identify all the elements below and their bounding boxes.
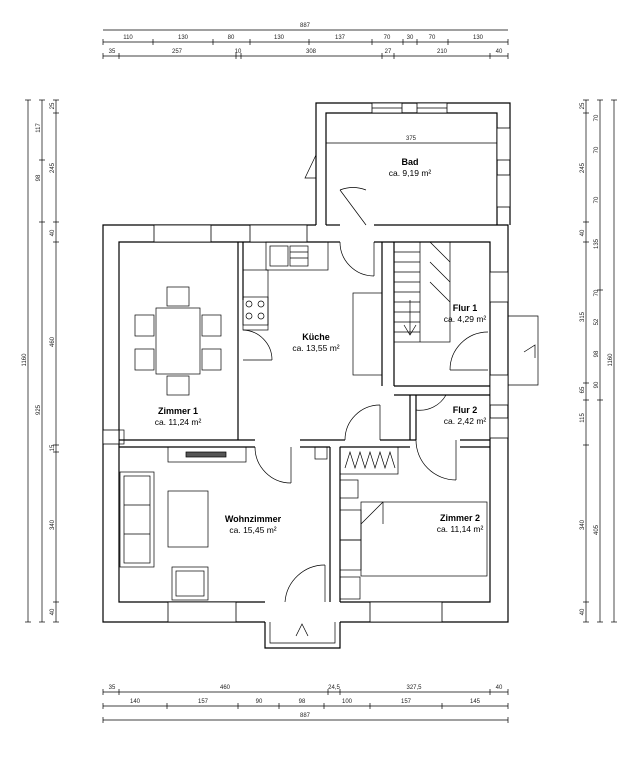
- room-labels: Bad ca. 9,19 m² Küche ca. 13,55 m² Flur …: [155, 157, 487, 535]
- dim-bot-r2-1: 157: [198, 699, 209, 705]
- dim-bot-r1-1: 460: [220, 685, 231, 691]
- room-area-flur2: ca. 2,42 m²: [444, 416, 487, 426]
- dim-right-r1-5: 135: [594, 238, 600, 249]
- dim-bottom-row1-ticks: [102, 689, 509, 695]
- bad-dimension: 375: [326, 136, 497, 144]
- room-name-wohnzimmer: Wohnzimmer: [225, 514, 282, 524]
- room-name-kueche: Küche: [302, 332, 330, 342]
- dim-right-r1-11: 115: [580, 413, 586, 423]
- dim-top-r1-4: 137: [335, 35, 346, 41]
- dim-bot-r2-2: 90: [256, 699, 263, 705]
- dim-right-r1-7: 315: [580, 311, 586, 322]
- dim-top-r2-0: 35: [109, 49, 116, 55]
- room-area-kueche: ca. 13,55 m²: [292, 343, 339, 353]
- dim-top-r1-2: 80: [228, 35, 235, 41]
- bottom-dimensions: 35 460 24,5 327,5 40 140 157 90 98 100 1…: [102, 685, 509, 723]
- dim-left-r1-1: 98: [36, 174, 42, 181]
- dim-top-r2-2: 10: [235, 49, 242, 55]
- dining-table: [134, 286, 222, 396]
- dim-top-total: 887: [300, 23, 311, 29]
- dim-bot-r1-3: 327,5: [406, 685, 422, 691]
- dim-top-r2-3: 308: [306, 49, 317, 55]
- room-name-flur2: Flur 2: [453, 405, 478, 415]
- dim-right-r1-3: 70: [594, 196, 600, 203]
- dim-top-row2-ticks: [102, 53, 509, 59]
- dim-right-r2-2: 405: [594, 524, 600, 535]
- top-dimensions: 887 110 130 80 130 137 70 30 70 130 35 2…: [102, 23, 509, 59]
- left-dimensions: 117 98 1160 25 245 40 460 925 15 340 40: [22, 99, 59, 623]
- outer-walls: [102, 102, 511, 649]
- living-furniture: [119, 446, 328, 601]
- dim-top-r2-4: 27: [385, 49, 392, 55]
- dim-top-r1-8: 130: [473, 35, 484, 41]
- windows: [102, 102, 511, 623]
- dim-right-r1-0: 25: [580, 102, 586, 109]
- dim-bot-r2-0: 140: [130, 699, 141, 705]
- dim-right-r1-9: 98: [594, 350, 600, 357]
- dim-top-r2-5: 210: [437, 49, 448, 55]
- dim-right-r2-0: 70: [594, 146, 600, 153]
- dim-right-r1-13: 1160: [608, 353, 614, 367]
- dim-bottom-total: 887: [300, 713, 311, 719]
- dim-top-r1-5: 70: [384, 35, 391, 41]
- dim-bad-inner: 375: [406, 136, 417, 142]
- dim-left-r1-0: 117: [36, 123, 42, 133]
- dim-left-r2-7: 40: [50, 608, 56, 615]
- room-area-zimmer2: ca. 11,14 m²: [437, 524, 484, 534]
- dim-bot-r2-4: 100: [342, 699, 353, 705]
- room-name-zimmer1: Zimmer 1: [158, 406, 198, 416]
- dim-bottom-row2-ticks: [102, 703, 509, 709]
- dim-top-r2-1: 257: [172, 49, 183, 55]
- dim-right-r1-1: 70: [594, 114, 600, 121]
- dim-left-r2-5: 15: [50, 444, 56, 451]
- dim-right-r1-10: 65: [580, 386, 586, 393]
- dim-top-r2-6: 40: [496, 49, 503, 55]
- room-name-bad: Bad: [401, 157, 418, 167]
- dim-left-r2-4: 925: [36, 404, 42, 415]
- dim-bot-r1-0: 35: [109, 685, 116, 691]
- dim-right-r1-8: 52: [594, 318, 600, 325]
- dim-right-r1-4: 40: [580, 229, 586, 236]
- dim-right-r1-2: 245: [580, 162, 586, 173]
- dim-left-r1-2: 1160: [22, 353, 28, 367]
- dim-right-r1-12: 340: [580, 519, 586, 530]
- dim-bot-r2-3: 98: [299, 699, 306, 705]
- room-area-zimmer1: ca. 11,24 m²: [155, 417, 202, 427]
- room-area-bad: ca. 9,19 m²: [389, 168, 432, 178]
- dim-top-r1-7: 70: [429, 35, 436, 41]
- room-area-wohnzimmer: ca. 15,45 m²: [229, 525, 276, 535]
- dim-top-r1-6: 30: [407, 35, 414, 41]
- dim-left-ticks: [25, 99, 59, 623]
- dim-left-r2-0: 25: [50, 102, 56, 109]
- dim-right-r2-3: 40: [580, 608, 586, 615]
- dim-top-r1-1: 130: [178, 35, 189, 41]
- dim-bot-r1-2: 24,5: [328, 685, 340, 691]
- right-dimensions: 25 70 245 70 40 135 70 315 52 98 65 115 …: [580, 99, 617, 623]
- dim-right-r2-1: 90: [594, 381, 600, 388]
- staircase: [393, 241, 451, 343]
- kitchen-furniture: [242, 241, 383, 376]
- dim-left-r2-2: 40: [50, 229, 56, 236]
- dim-right-r1-6: 70: [594, 289, 600, 296]
- dim-right-ticks: [583, 99, 617, 623]
- dim-bot-r2-5: 157: [401, 699, 412, 705]
- dim-top-r1-0: 110: [123, 35, 133, 41]
- room-name-zimmer2: Zimmer 2: [440, 513, 480, 523]
- dim-left-r2-6: 340: [50, 519, 56, 530]
- dim-left-r2-3: 460: [50, 336, 56, 347]
- dim-top-row1-ticks: [102, 39, 509, 45]
- bedroom-furniture: [339, 446, 488, 600]
- dim-top-r1-3: 130: [274, 35, 285, 41]
- room-area-flur1: ca. 4,29 m²: [444, 314, 487, 324]
- room-name-flur1: Flur 1: [453, 303, 478, 313]
- dim-left-r2-1: 245: [50, 162, 56, 173]
- doors: [242, 154, 539, 637]
- dim-bot-r2-6: 145: [470, 699, 481, 705]
- dim-bot-r1-4: 40: [496, 685, 503, 691]
